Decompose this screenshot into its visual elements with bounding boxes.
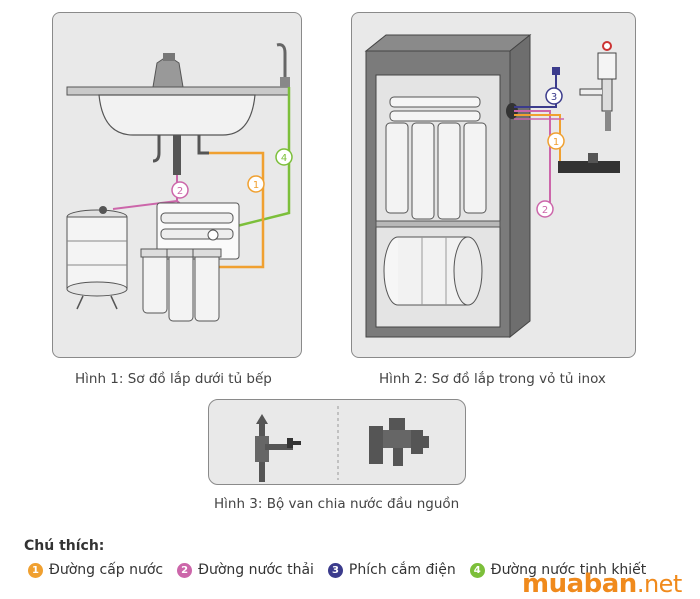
svg-text:1: 1 [253,180,259,191]
figure-3-caption: Hình 3: Bộ van chia nước đầu nguồn [214,496,460,512]
legend: 1 Đường cấp nước 2 Đường nước thải 3 Phí… [28,562,660,578]
legend-label: Đường nước thải [198,562,314,578]
split-valve-diagram [255,406,429,482]
figure-2-caption: Hình 2: Sơ đồ lắp trong vỏ tủ inox [379,371,606,387]
svg-text:4: 4 [281,153,287,164]
legend-label: Đường nước tinh khiết [490,562,647,578]
under-sink-diagram: 4 1 2 [66,43,293,322]
legend-item-power-plug: 3 Phích cắm điện [327,562,456,578]
figure-1-under-sink: 4 1 2 [52,12,302,358]
legend-number-badge: 2 [177,562,193,578]
svg-text:2: 2 [177,186,183,197]
figure-3-split-valve [208,399,466,485]
cabinet-diagram: 3 1 2 [364,33,620,339]
legend-label: Đường cấp nước [49,562,164,578]
svg-text:2: 2 [542,205,548,216]
legend-number-badge: 4 [469,562,485,578]
svg-text:1: 1 [553,137,559,148]
legend-item-water-supply: 1 Đường cấp nước [28,562,163,578]
legend-number-badge: 3 [327,562,343,578]
figure-2-cabinet: 3 1 2 [351,12,636,358]
svg-text:3: 3 [551,92,557,103]
legend-label: Phích cắm điện [348,562,456,578]
watermark-logo: muaban.net [522,569,682,599]
legend-number-badge: 1 [28,562,43,578]
legend-item-waste-water: 2 Đường nước thải [177,562,314,578]
legend-title: Chú thích: [24,538,105,554]
legend-item-pure-water: 4 Đường nước tinh khiết [469,562,647,578]
figure-1-caption: Hình 1: Sơ đồ lắp dưới tủ bếp [75,371,272,387]
